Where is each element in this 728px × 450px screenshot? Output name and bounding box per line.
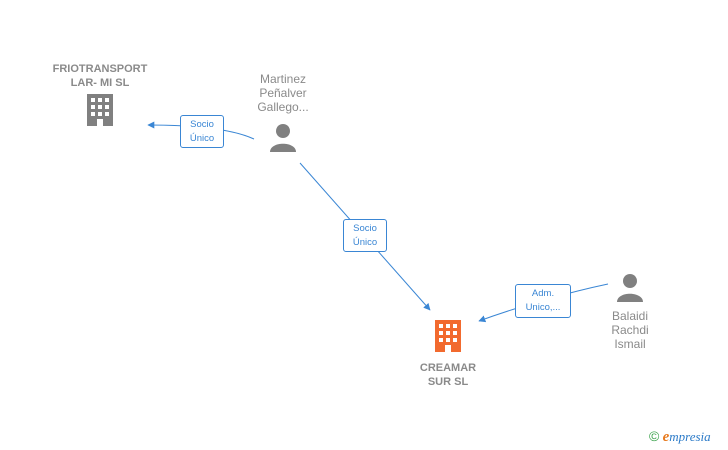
relation-label-socio-unico[interactable]: Socio Único [180, 115, 224, 148]
building-icon [87, 94, 113, 126]
node-martinez[interactable]: Martinez Peñalver Gallego... [238, 72, 328, 157]
relation-label-adm-unico[interactable]: Adm. Unico,... [515, 284, 571, 318]
relation-label-socio-unico[interactable]: Socio Único [343, 219, 387, 252]
person-icon [617, 274, 643, 302]
node-balaidi-label: Balaidi Rachdi Ismail [611, 309, 649, 351]
node-friotransport-label: FRIOTRANSPORT LAR- MI SL [52, 63, 148, 89]
node-balaidi[interactable]: Balaidi Rachdi Ismail [590, 272, 670, 351]
brand-logo: © empresia [649, 428, 711, 446]
person-icon [270, 124, 296, 152]
node-friotransport[interactable]: FRIOTRANSPORT LAR- MI SL [40, 62, 160, 133]
building-icon [435, 320, 461, 352]
node-creamar[interactable]: CREAMAR SUR SL [398, 318, 498, 389]
brand-logo-e: e [662, 429, 670, 445]
copyright-icon: © [649, 428, 660, 444]
node-martinez-label: Martinez Peñalver Gallego... [257, 72, 309, 114]
brand-logo-text: mpresia [669, 429, 711, 444]
node-creamar-label: CREAMAR SUR SL [419, 362, 477, 388]
